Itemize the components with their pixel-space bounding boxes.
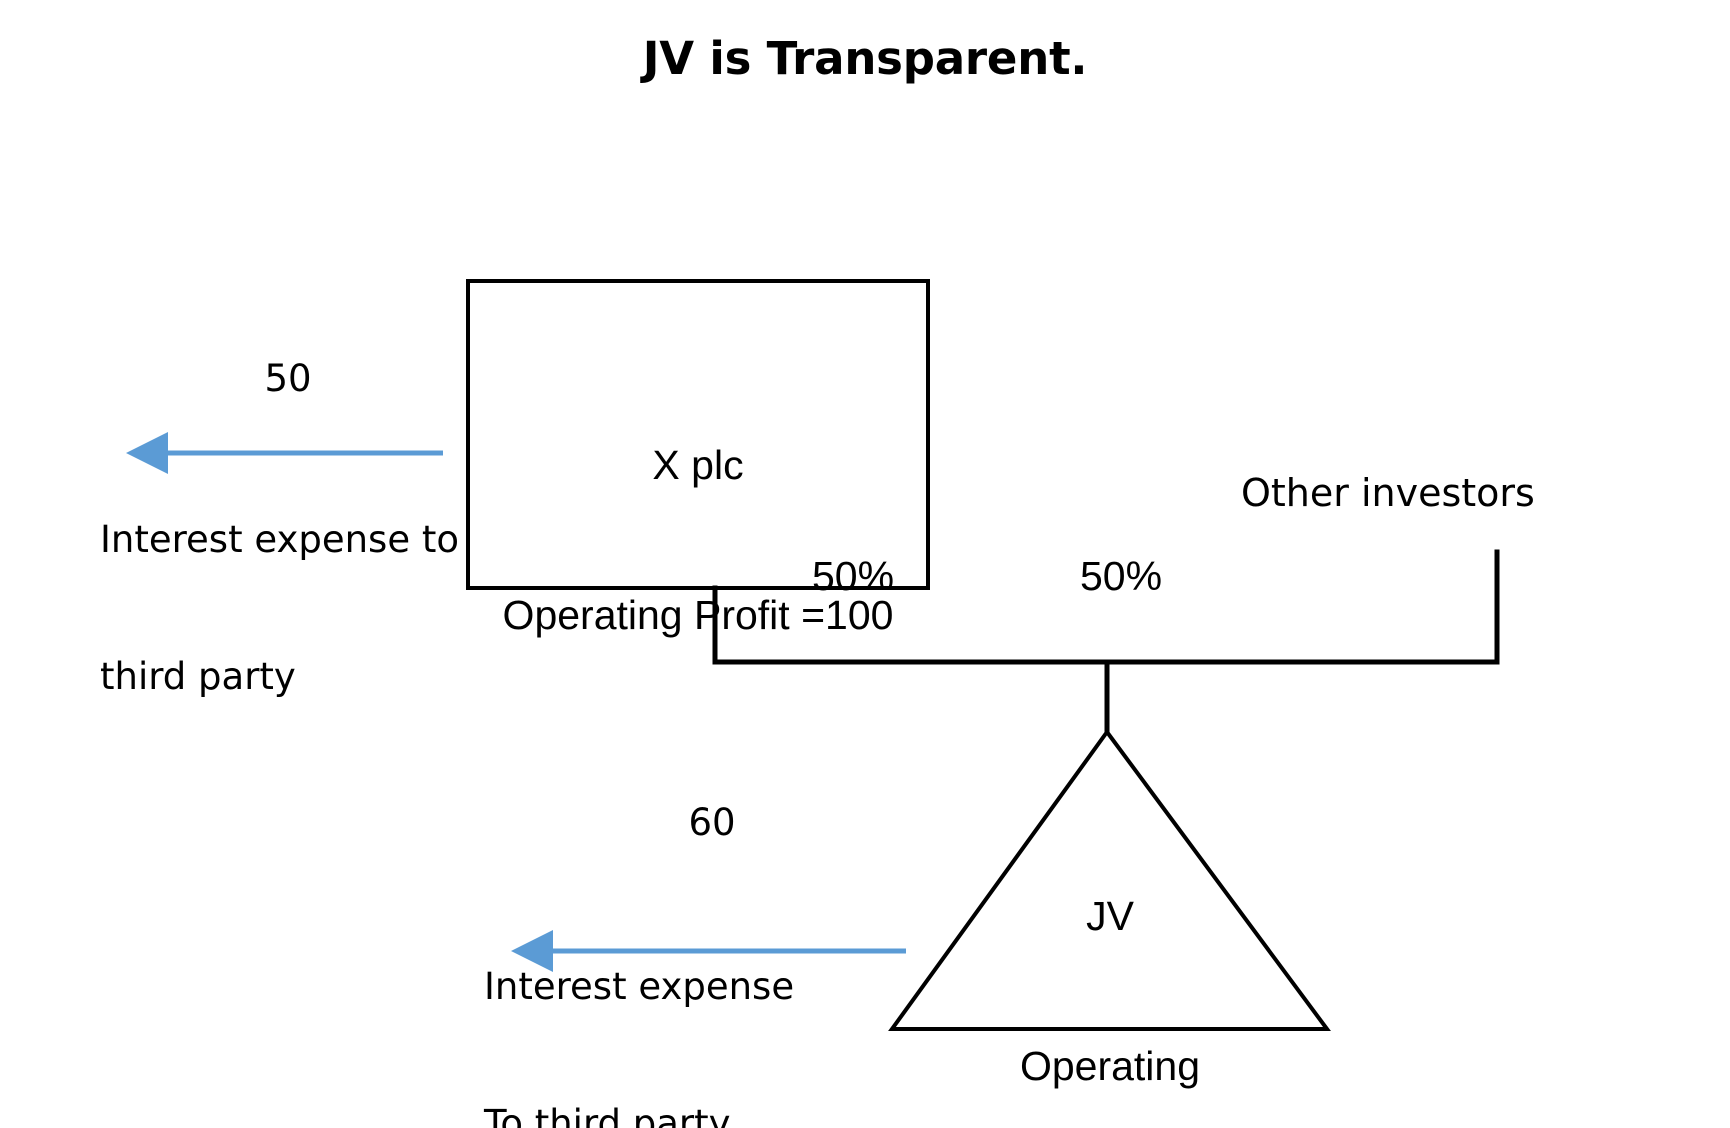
- caption-line-1: Interest expense to: [100, 517, 459, 561]
- ownership-percent-left: 50%: [812, 553, 895, 599]
- jv-operating-word: Operating: [1019, 1043, 1201, 1090]
- interest-expense-60-caption: Interest expense To third party: [484, 872, 884, 1128]
- caption-line-2: third party: [100, 655, 296, 699]
- arrow-head: [511, 930, 553, 972]
- interest-expense-50-value: 50: [264, 357, 312, 400]
- x-plc-name: X plc: [652, 442, 744, 489]
- x-plc-to-jv-connector: [712, 585, 1500, 665]
- interest-expense-60-value: 60: [688, 801, 736, 844]
- other-investors-label: Other investors: [1241, 471, 1535, 515]
- caption-line-2: To third party: [484, 1102, 731, 1128]
- page-title: JV is Transparent.: [642, 32, 1088, 85]
- x-plc-box-label: X plc Operating Profit =100: [468, 340, 928, 740]
- x-plc-operating-profit: Operating Profit =100: [502, 592, 894, 639]
- caption-line-1: Interest expense: [484, 964, 795, 1008]
- jv-triangle[interactable]: [888, 728, 1331, 1031]
- jv-triangle-label: JV Operating Profit =150: [892, 791, 1328, 1128]
- x-plc-box[interactable]: [466, 279, 930, 590]
- interest-expense-arrow-50: [126, 432, 443, 474]
- arrow-head: [126, 432, 168, 474]
- ownership-percent-right: 50%: [1080, 553, 1163, 599]
- jv-name: JV: [1086, 893, 1134, 940]
- interest-expense-arrow-60: [511, 930, 906, 972]
- interest-expense-50-caption: Interest expense to third party: [100, 425, 459, 792]
